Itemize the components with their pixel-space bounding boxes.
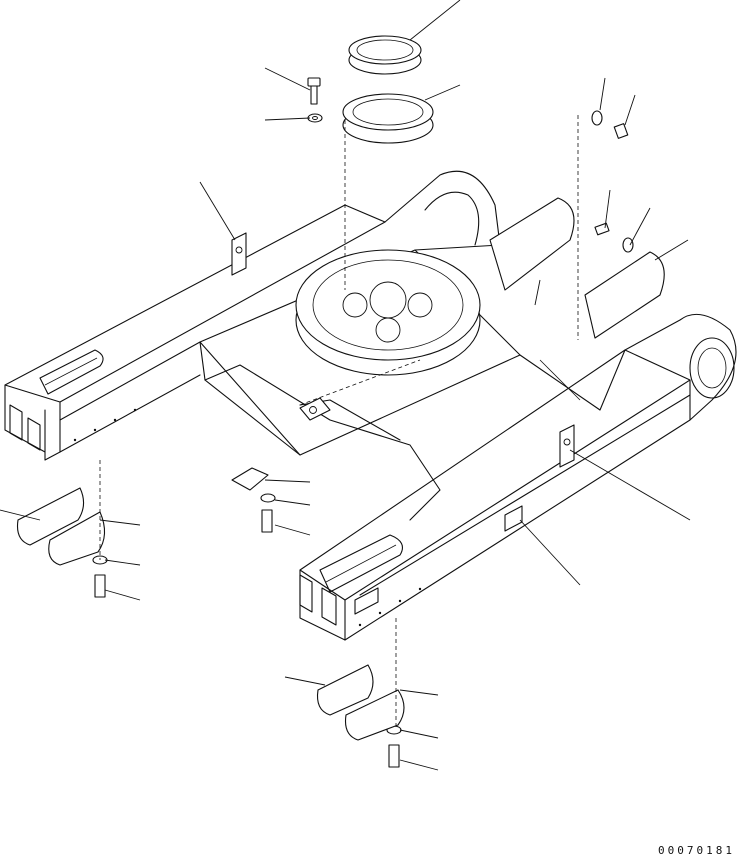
washer-icon <box>93 111 633 734</box>
drawing-number: 00070181 <box>658 844 735 857</box>
ring-flange-icon <box>343 94 433 143</box>
track-frame <box>5 171 736 640</box>
leader-lines <box>0 0 690 770</box>
washer-icon <box>308 114 322 122</box>
frame-bolt-holes <box>73 408 422 627</box>
guard-icon <box>18 488 405 740</box>
seal-ring-icon <box>349 36 421 74</box>
bolt-icon <box>95 124 628 767</box>
plate-icon <box>232 198 664 490</box>
bolt-icon <box>308 78 320 104</box>
turntable <box>296 250 480 375</box>
